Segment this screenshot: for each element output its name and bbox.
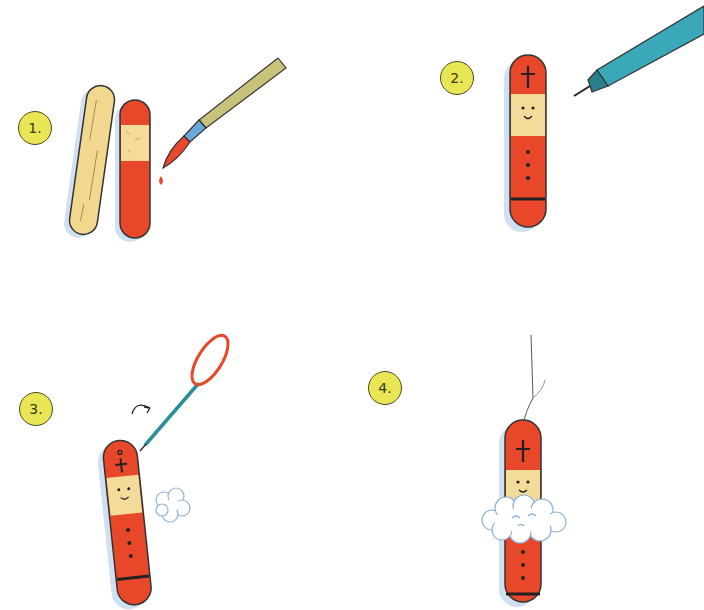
decorated-stick [96,439,153,610]
glue-tool [140,330,235,451]
step-number: 1. [28,121,41,135]
step-number: 2. [450,71,463,85]
paint-brush [159,58,286,185]
step-number-circle: 1. [18,111,52,145]
step-number: 3. [29,402,42,416]
step-number-circle: 4. [368,371,402,405]
cotton-ball [156,488,190,522]
cotton-beard [482,495,566,543]
painted-stick [115,100,150,242]
turn-arrow [132,405,150,414]
decorated-stick [504,55,546,232]
step-number-circle: 3. [19,392,53,426]
plain-stick [62,83,116,240]
step-number: 4. [378,381,391,395]
step-number-circle: 2. [440,61,474,95]
felt-pen [574,6,704,96]
